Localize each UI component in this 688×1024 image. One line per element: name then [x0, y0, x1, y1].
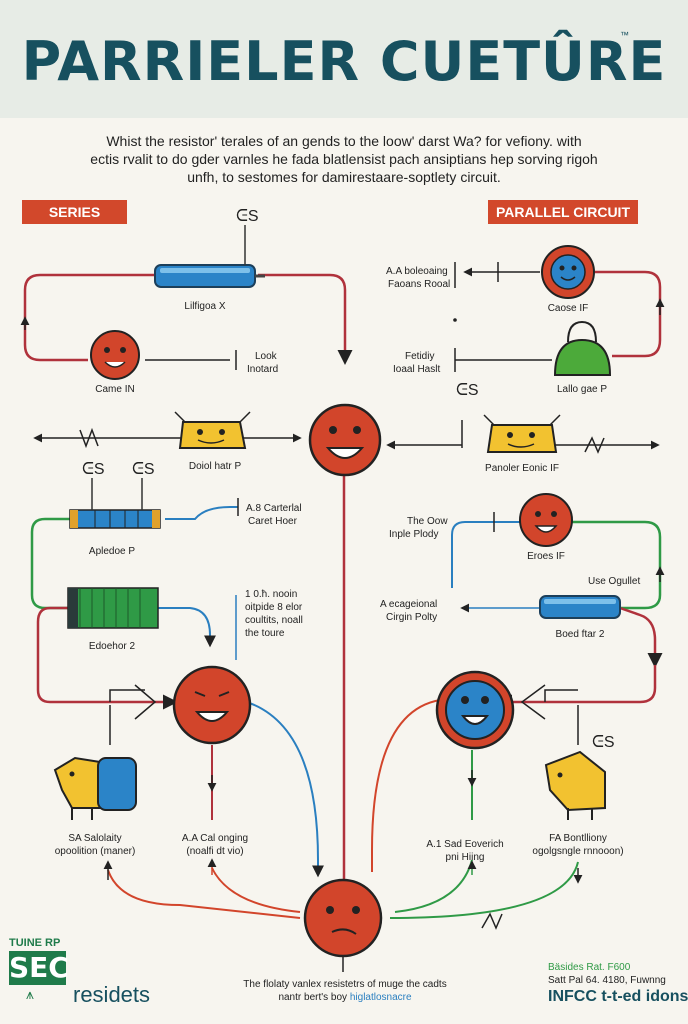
intro-text: Whist the resistor' terales of an gends … — [60, 132, 628, 186]
component-label: Eroes IF — [527, 551, 565, 562]
footer-line-text: nantr bert's boy — [278, 992, 348, 1003]
brand-right-title: INFCC t-t-ed idons — [548, 988, 688, 1005]
parallel-top-wire — [453, 262, 665, 372]
component-label: the toure — [245, 628, 285, 639]
glyph-label: ᕮS — [132, 461, 155, 478]
component-label: pni Hiing — [445, 852, 485, 863]
bulb-face-icon — [435, 670, 515, 750]
parallel-lower-wire — [371, 665, 657, 930]
parallel-arrow-line — [386, 420, 660, 454]
trademark: ™ — [620, 30, 629, 40]
series-arrow-line — [33, 427, 302, 449]
component-label: A.A Cal onging — [181, 833, 249, 844]
page-title: PARRIELER CUETÛRE — [21, 30, 667, 93]
footer-link[interactable]: higlatlosnacre — [349, 992, 412, 1003]
component-label: Lilfigoa X — [184, 301, 226, 312]
resistor-icon — [154, 225, 265, 288]
component-label: Boed ftar 2 — [555, 629, 605, 640]
glyph-label: ᕮS — [592, 734, 615, 751]
footer-line: nantr bert's boy higlatlosnacre — [180, 991, 510, 1004]
component-label: ogolgsngle rnnooon) — [532, 846, 624, 857]
battery-icon — [69, 478, 161, 529]
component-label: 1 0.ħ. nooin — [245, 589, 298, 600]
sprout-icon: ⩚ — [26, 986, 34, 1002]
series-red-lower-wire — [36, 606, 324, 919]
component-label: A ecageional — [380, 599, 438, 610]
component-label: A.1 Sad Eoverich — [426, 839, 504, 850]
component-label: Fetidiy — [405, 351, 435, 362]
component-label: oitpide 8 elor — [245, 602, 303, 613]
component-label: Edoehor 2 — [88, 641, 136, 652]
component-label: The Oow — [407, 516, 448, 527]
smiley-face-icon — [303, 878, 383, 972]
component-label: Use Ogullet — [588, 576, 641, 587]
smiley-face-icon — [90, 330, 140, 380]
glyph-label: ᕮS — [82, 461, 105, 478]
resistor-icon — [539, 595, 621, 619]
brand-right-line: Bäsides Rat. F600 — [548, 962, 631, 973]
component-label: Caose IF — [547, 303, 589, 314]
glyph-label: ᕮS — [456, 382, 479, 399]
series-green-wire — [30, 498, 239, 660]
component-label: Cirgin Polty — [386, 612, 438, 623]
intro-line: ectis rvalit to do gder varnles he fada … — [90, 151, 598, 167]
component-label: Faoans Rooal — [388, 279, 451, 290]
brand-right-line: Satt Pal 64. 4180, Fuwnng — [548, 975, 666, 986]
component-label: Panoler Eonic IF — [485, 463, 559, 474]
brand-tune: TUINE RP — [9, 937, 61, 949]
component-label: coultits, noall — [245, 615, 303, 626]
parallel-tag: PARALLEL CIRCUIT — [488, 200, 638, 224]
brand-residents: residets — [73, 982, 151, 1007]
cow-icon — [53, 756, 137, 820]
component-label: A.A boleoaing — [386, 266, 448, 277]
bulb-face-icon — [541, 245, 595, 299]
component-label: Ioaal Haslt — [393, 364, 441, 375]
cow-icon — [544, 750, 606, 820]
component-label: Doiol hatr P — [188, 461, 242, 472]
component-label: A.8 Carterlal — [246, 503, 302, 514]
component-label: opoolition (maner) — [54, 846, 136, 857]
component-label: Came IN — [95, 384, 135, 395]
component-label: Inple Plody — [389, 529, 439, 540]
component-label: Lallo gae P — [556, 384, 608, 395]
plug-icon — [174, 411, 251, 449]
series-tag: SERIES — [22, 200, 127, 224]
smiley-face-icon — [172, 665, 252, 745]
component-label: Apledoe P — [88, 546, 136, 557]
intro-line: unfh, to sestomes for damirestaare-soptl… — [187, 169, 501, 185]
component-label: SA Salolaity — [68, 833, 122, 844]
battery-icon — [67, 587, 159, 629]
footer-line: The flolaty vanlex resistetrs of muge th… — [243, 979, 447, 990]
smiley-face-icon — [519, 493, 573, 547]
footer-caption: The flolaty vanlex resistetrs of muge th… — [180, 978, 510, 1004]
series-top-wire — [20, 273, 353, 370]
brand-logo: SEC — [9, 951, 69, 985]
plug-icon — [483, 414, 561, 453]
component-label: Look — [255, 351, 277, 362]
component-label: Caret Hoer — [248, 516, 297, 527]
smiley-face-icon — [308, 403, 382, 477]
component-label: Inotard — [247, 364, 279, 375]
bag-icon — [553, 320, 612, 376]
component-label: FA Bontlliony — [549, 833, 607, 844]
component-label: (noalfi dt vio) — [186, 846, 244, 857]
header-band — [0, 0, 688, 118]
glyph-label: ᕮS — [236, 208, 259, 225]
intro-line: Whist the resistor' terales of an gends … — [106, 133, 582, 149]
parallel-green-wire — [451, 512, 665, 668]
